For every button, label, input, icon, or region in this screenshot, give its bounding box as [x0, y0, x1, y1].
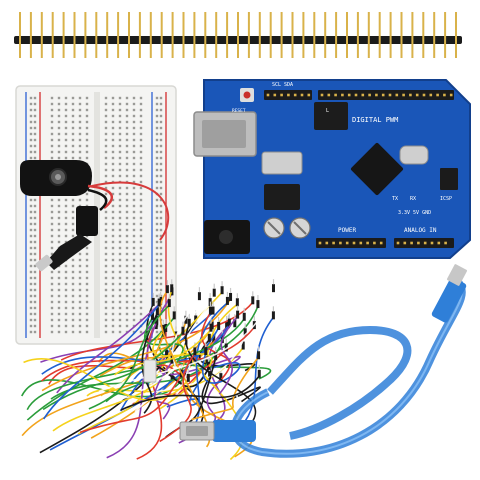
- reset-silkscreen: RESET: [232, 108, 246, 114]
- digital-header: [264, 90, 454, 100]
- voltage-regulator: [264, 184, 300, 210]
- scl-sda-silkscreen: SCL SDA: [272, 82, 293, 88]
- l-led-silkscreen: L: [326, 108, 329, 114]
- arduino-board: DIGITAL PWM POWER ANALOG IN RESET SCL SD…: [193, 79, 471, 259]
- crystal-oscillator: [261, 151, 303, 175]
- battery-clip: [20, 160, 170, 272]
- pin-header-strip: [14, 12, 462, 58]
- power-silkscreen: POWER: [338, 227, 356, 234]
- rx-silkscreen: RX: [410, 196, 416, 202]
- cable-tie: [143, 359, 157, 383]
- usb-cable: [179, 264, 468, 458]
- power-analog-header: [316, 238, 454, 248]
- jumper-wires: [21, 279, 275, 461]
- analog-in-silkscreen: ANALOG IN: [404, 227, 437, 234]
- icsp-header: [440, 168, 458, 190]
- dc-power-jack: [204, 220, 250, 254]
- digital-pwm-silkscreen: DIGITAL PWM: [352, 116, 398, 124]
- usb-serial-chip: [314, 102, 348, 130]
- electrolytic-capacitors: [263, 217, 311, 239]
- usb-a-plug: [431, 264, 468, 323]
- ioref-row-silkscreen: 3.3V 5V GND: [398, 210, 431, 216]
- tx-silkscreen: TX: [392, 196, 398, 202]
- usb-b-port: [193, 111, 257, 157]
- microcontroller-chip: [350, 142, 404, 196]
- icsp-silkscreen: ICSP: [440, 196, 452, 202]
- usb-b-plug: [179, 420, 256, 442]
